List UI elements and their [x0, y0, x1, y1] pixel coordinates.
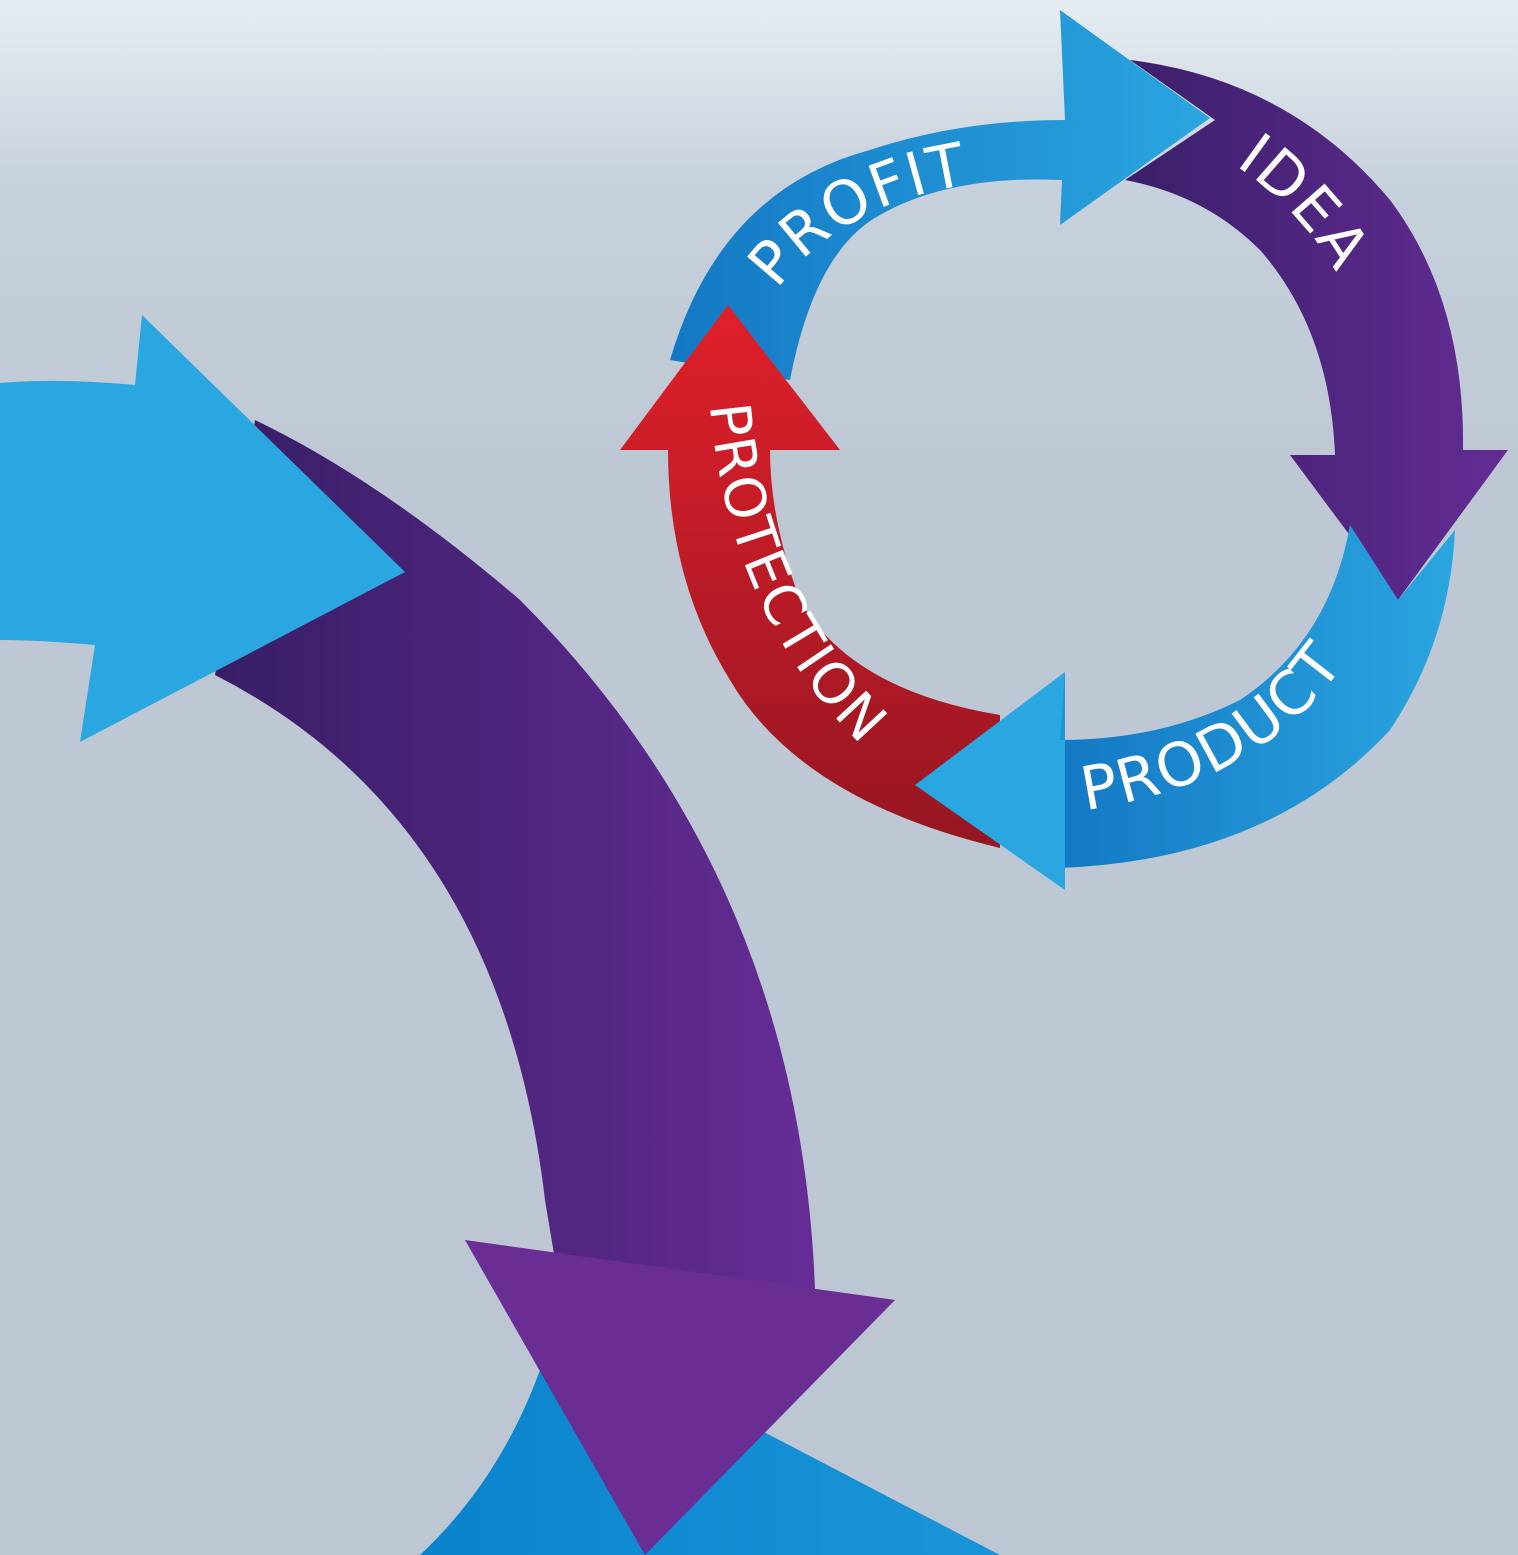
large-arrow-group [0, 315, 1000, 1555]
large-purple-arrowhead [465, 1240, 895, 1555]
product-segment[interactable] [1060, 525, 1455, 868]
product-arrowhead [915, 672, 1065, 890]
large-purple-arc [215, 420, 815, 1290]
profit-segment[interactable] [670, 10, 1210, 380]
cycle-ring [620, 10, 1508, 890]
product-band-end [1060, 672, 1065, 740]
idea-segment[interactable] [1125, 60, 1508, 600]
protection-segment[interactable] [620, 305, 1000, 848]
large-blue-band [0, 315, 405, 742]
